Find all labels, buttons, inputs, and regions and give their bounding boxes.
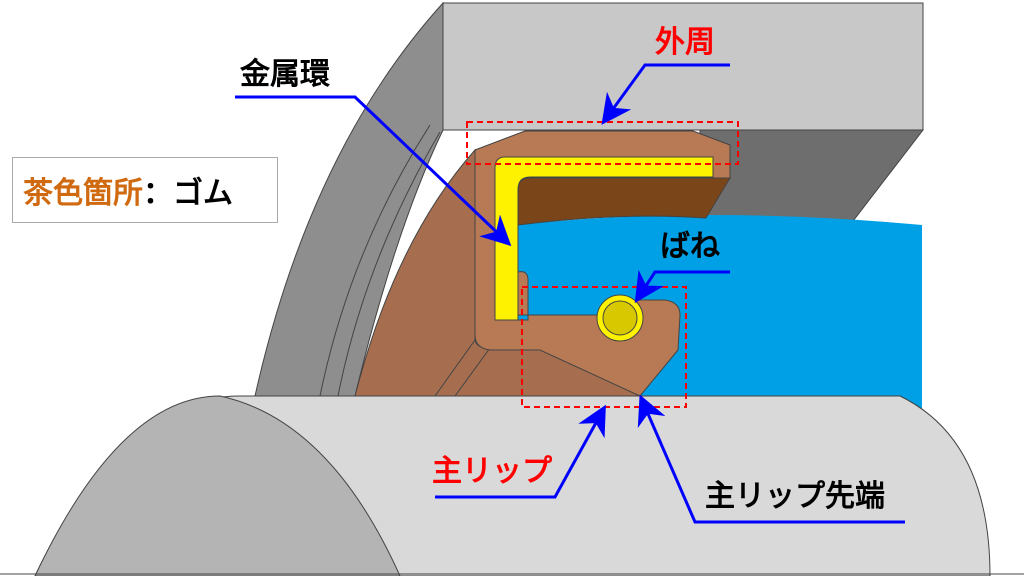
housing-bore — [699, 129, 925, 226]
shaft-end — [34, 395, 401, 576]
spring-leader — [634, 269, 730, 304]
housing-arc-line — [337, 131, 441, 397]
rubber-edge-line — [434, 339, 476, 397]
main-lip-tip-leader — [637, 394, 905, 524]
metal-ring-leader — [235, 95, 512, 247]
label-outer-periphery: 外周 — [655, 25, 715, 60]
label-main-lip-tip: 主リップ先端 — [705, 479, 885, 514]
housing-arc-line — [319, 124, 431, 397]
label-spring: ばね — [660, 229, 720, 264]
legend-box: 茶色箇所 ： ゴム — [12, 157, 278, 223]
metal-ring — [494, 156, 714, 321]
label-main-lip: 主リップ — [432, 454, 552, 489]
legend-colored-part: 茶色箇所 — [23, 176, 143, 211]
rubber-body — [474, 130, 731, 397]
main-lip-leader — [435, 404, 606, 499]
housing-arc — [254, 1, 444, 397]
rubber-edge-line — [454, 347, 491, 397]
garter-spring-core — [602, 300, 638, 336]
legend-separator: ： — [143, 176, 173, 211]
outer-periphery-leader — [601, 63, 730, 125]
legend-material: ゴム — [173, 176, 233, 211]
label-metal-ring: 金属環 — [240, 57, 330, 92]
rubber-dark — [517, 177, 731, 226]
